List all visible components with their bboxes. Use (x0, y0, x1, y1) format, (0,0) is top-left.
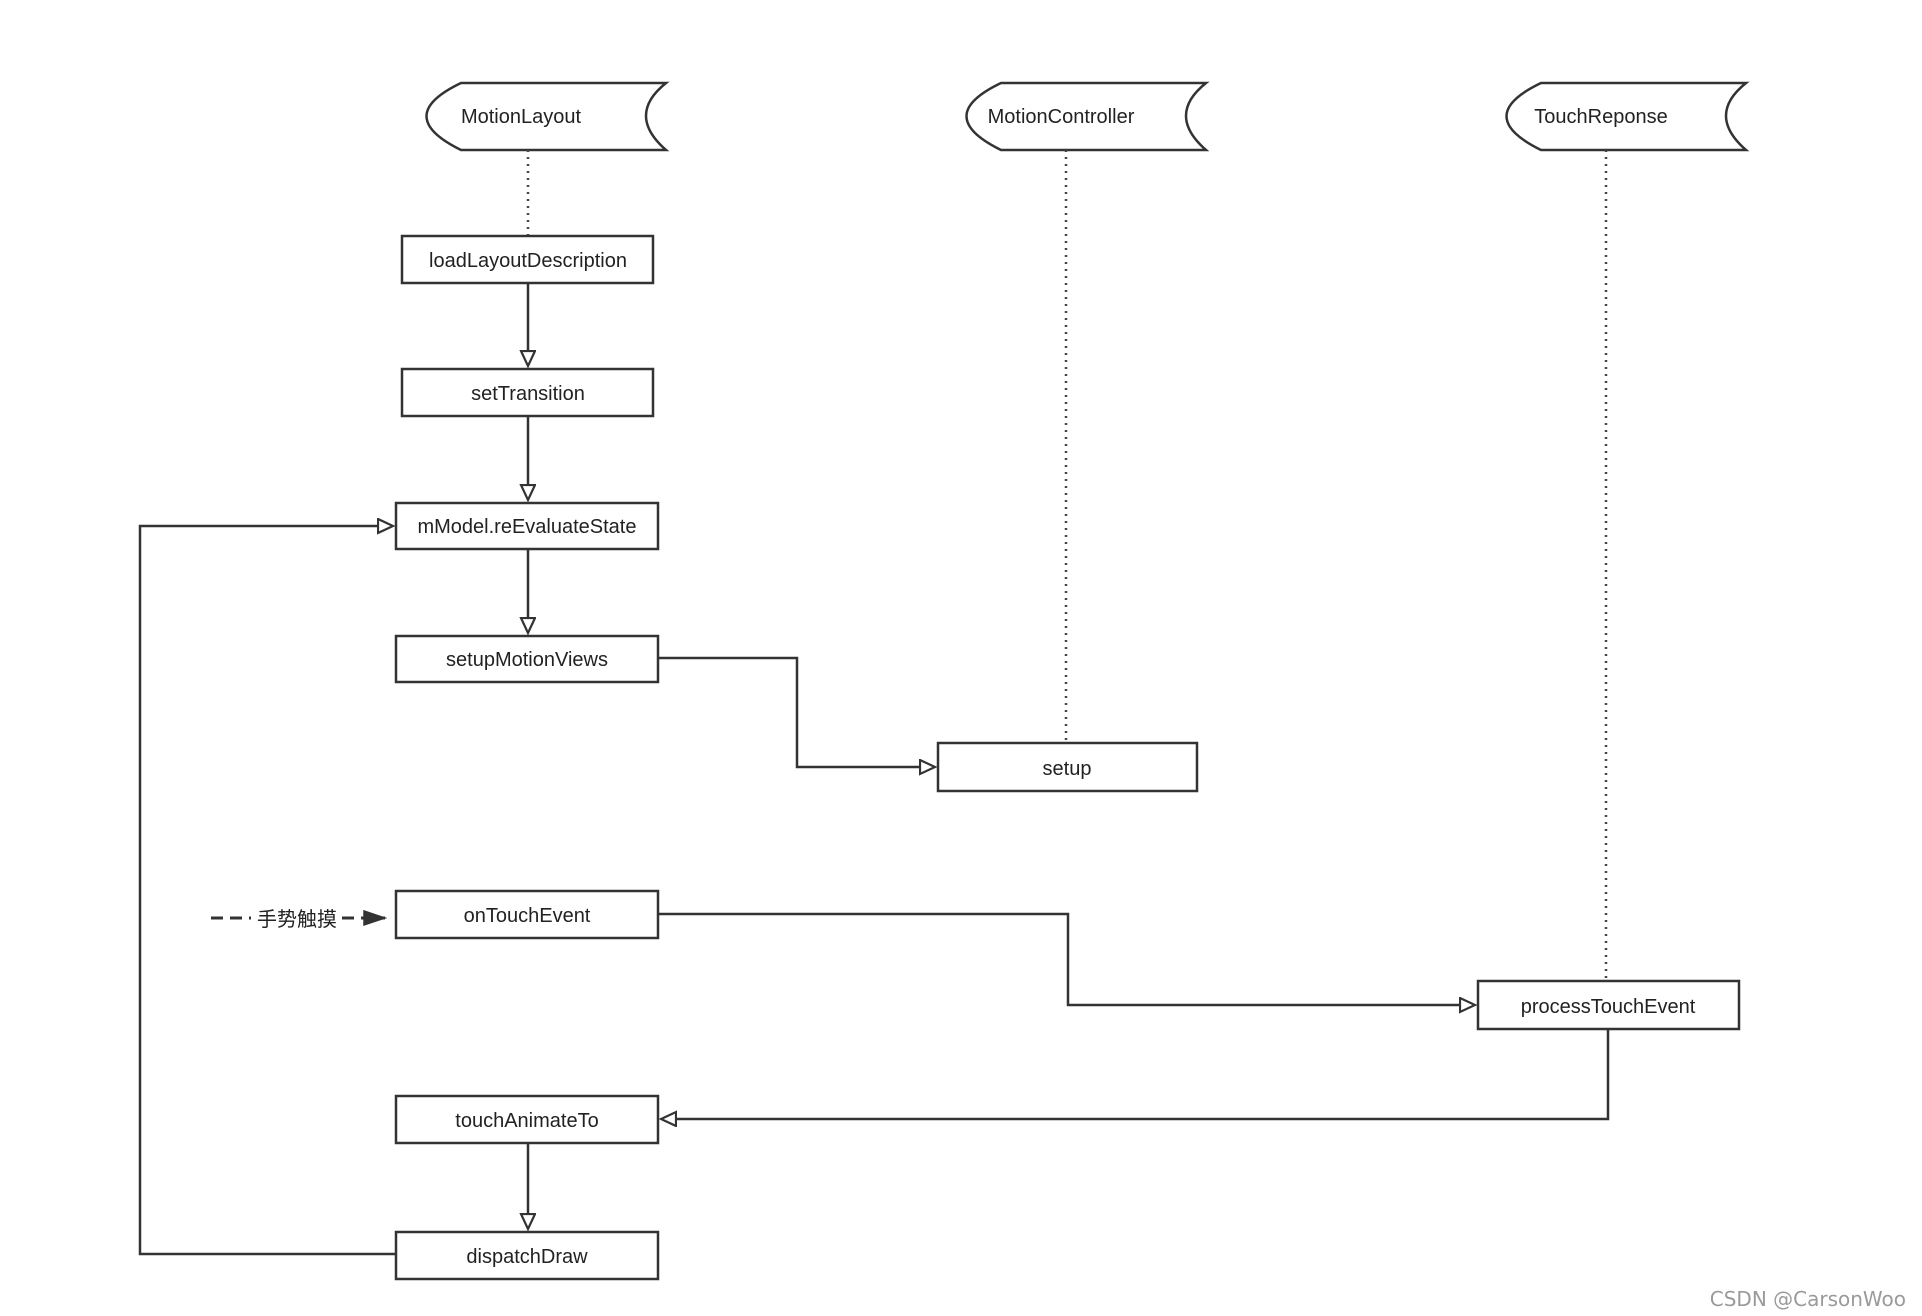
node-label: processTouchEvent (1521, 996, 1696, 1018)
watermark-text: CSDN @CarsonWoo (1710, 1287, 1906, 1311)
actor-label: TouchReponse (1534, 106, 1667, 128)
arrow-dispatchdraw-loop-to-reevaluate (138, 526, 396, 1256)
node-process-touch-event: processTouchEvent (1476, 979, 1741, 1031)
node-label: setupMotionViews (446, 649, 608, 671)
node-load-layout-description: loadLayoutDescription (400, 234, 655, 285)
arrow-setupmotionviews-to-setup (658, 656, 934, 767)
node-on-touch-event: onTouchEvent (394, 889, 660, 940)
actor-label: MotionController (988, 106, 1135, 128)
actor-motion-controller: MotionController (965, 81, 1210, 152)
node-mmodel-reevaluate-state: mModel.reEvaluateState (394, 501, 660, 551)
node-label: setup (1043, 758, 1092, 780)
node-label: touchAnimateTo (455, 1110, 598, 1132)
actor-touch-reponse: TouchReponse (1505, 81, 1750, 152)
actor-label: MotionLayout (461, 106, 582, 128)
node-label: setTransition (471, 383, 585, 405)
gesture-input: 手势触摸 (211, 907, 385, 931)
actor-motion-layout: MotionLayout (425, 81, 670, 152)
node-dispatch-draw: dispatchDraw (394, 1230, 660, 1281)
arrow-ontouchevent-to-processtouchevent (658, 912, 1474, 1005)
node-touch-animate-to: touchAnimateTo (394, 1094, 660, 1145)
gesture-label: 手势触摸 (257, 907, 337, 931)
node-setup: setup (936, 741, 1199, 793)
node-set-transition: setTransition (400, 367, 655, 418)
node-label: onTouchEvent (464, 905, 591, 927)
node-label: mModel.reEvaluateState (417, 516, 636, 538)
arrow-processtouchevent-to-touchanimateto (662, 1030, 1610, 1119)
node-setup-motion-views: setupMotionViews (394, 634, 660, 684)
node-label: dispatchDraw (466, 1246, 588, 1268)
node-label: loadLayoutDescription (429, 250, 627, 272)
